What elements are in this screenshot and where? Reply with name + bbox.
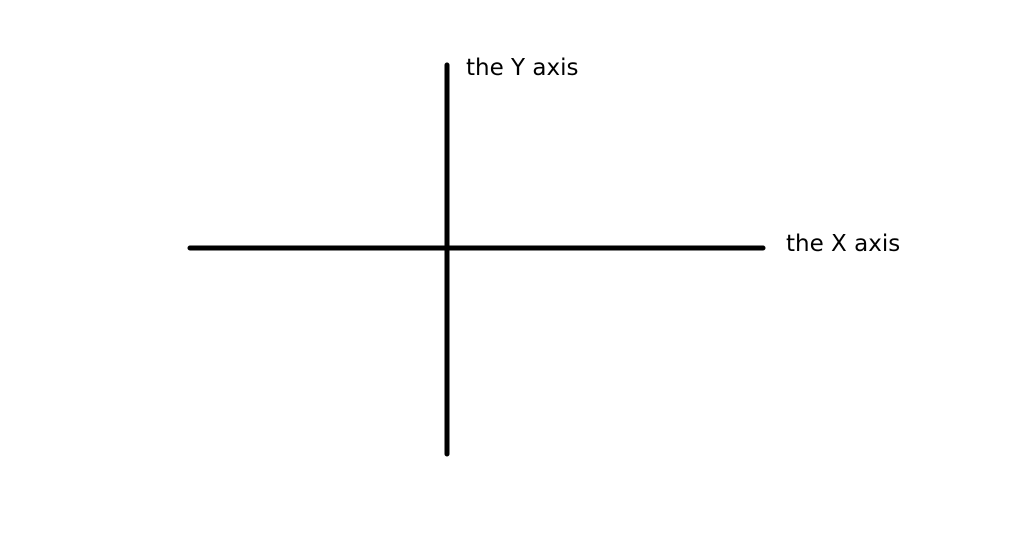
- x-axis-label: the X axis: [786, 231, 901, 257]
- y-axis-label: the Y axis: [466, 55, 579, 81]
